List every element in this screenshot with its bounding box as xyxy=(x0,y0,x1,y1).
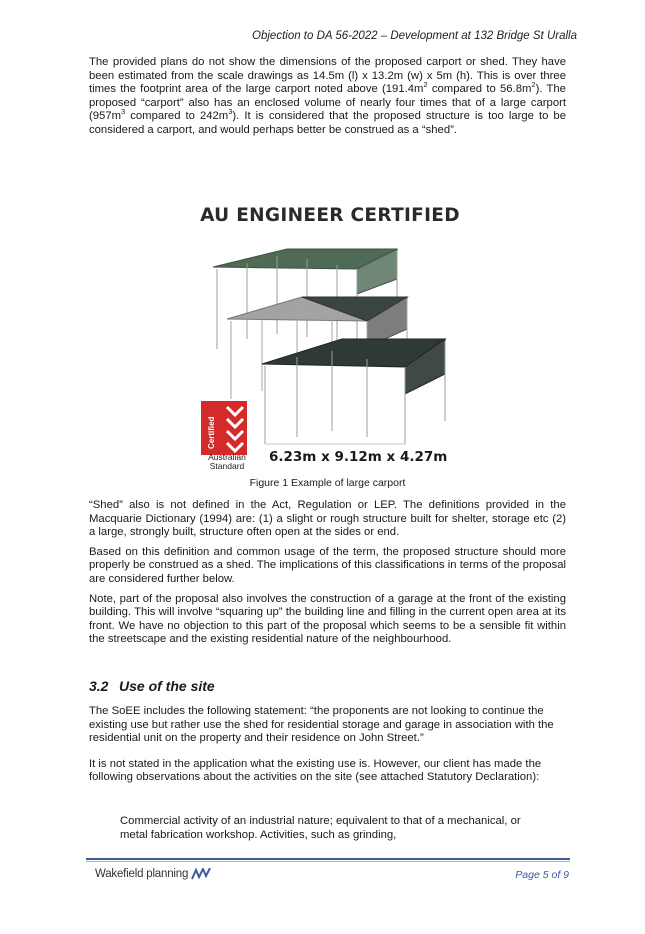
section-heading: 3.2 Use of the site xyxy=(89,678,215,694)
badge-label: Australian Standard xyxy=(208,452,246,471)
footer-rule-thin xyxy=(86,861,570,862)
paragraph-soee-statement: The SoEE includes the following statemen… xyxy=(89,705,554,745)
wakefield-logo-icon xyxy=(191,868,212,880)
indented-observation: Commercial activity of an industrial nat… xyxy=(120,815,521,841)
paragraph-existing-use: It is not stated in the application what… xyxy=(89,757,542,784)
figure-caption: Figure 1 Example of large carport xyxy=(249,477,406,489)
figure-carport: AU ENGINEER CERTIFIED xyxy=(195,205,465,471)
page-number: Page 5 of 9 xyxy=(515,869,569,881)
certified-badge-icon: Certified xyxy=(201,401,247,455)
carport-front xyxy=(261,338,447,445)
paragraph-carport-dimensions: The provided plans do not show the dimen… xyxy=(89,56,566,136)
paragraph-shed-definition: “Shed” also is not defined in the Act, R… xyxy=(89,499,566,539)
section-title: Use of the site xyxy=(119,678,215,694)
running-header: Objection to DA 56-2022 – Development at… xyxy=(252,30,577,42)
section-number: 3.2 xyxy=(89,678,109,694)
footer-logo: Wakefield planning xyxy=(95,868,212,880)
body-block-definitions: “Shed” also is not defined in the Act, R… xyxy=(89,499,566,653)
badge-word: Certified xyxy=(207,416,216,449)
figure-title: AU ENGINEER CERTIFIED xyxy=(200,205,460,226)
footer-rule xyxy=(86,858,570,860)
paragraph-shed-conclusion: Based on this definition and common usag… xyxy=(89,545,566,585)
section-body: The SoEE includes the following statemen… xyxy=(89,705,566,797)
carport-illustration xyxy=(212,248,447,445)
paragraph-garage-note: Note, part of the proposal also involves… xyxy=(89,592,566,646)
footer-logo-text: Wakefield planning xyxy=(95,868,189,880)
carport-dimensions-label: 6.23m x 9.12m x 4.27m xyxy=(269,449,448,465)
